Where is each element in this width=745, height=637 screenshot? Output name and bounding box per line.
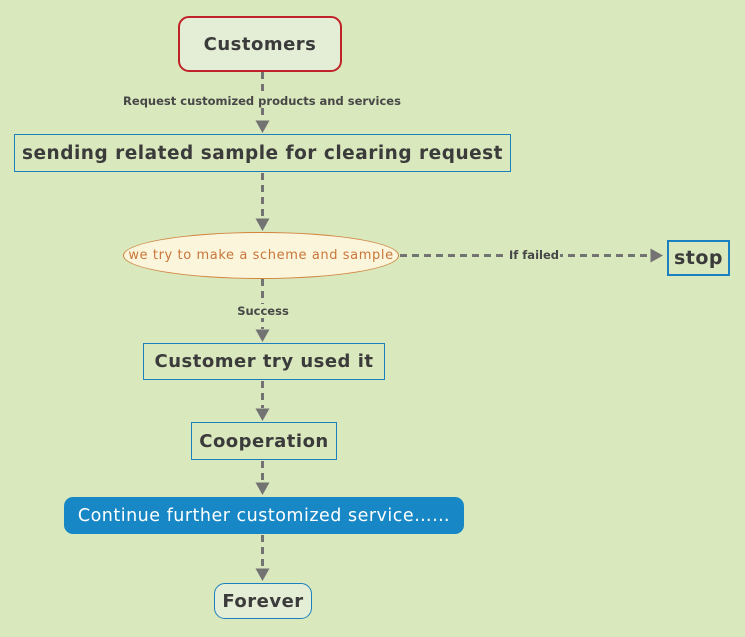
arrowhead-down-icon [255, 408, 270, 421]
node-make-scheme: we try to make a scheme and sample [123, 232, 399, 279]
node-cooperation-label: Cooperation [199, 430, 329, 452]
edge-label-if-failed: If failed [508, 248, 560, 262]
node-customers: Customers [178, 16, 342, 72]
edge-label-request: Request customized products and services [122, 94, 402, 108]
arrowhead-down-icon [255, 568, 270, 581]
node-sending-sample-label: sending related sample for clearing requ… [21, 142, 504, 164]
node-customer-try-label: Customer try used it [154, 351, 374, 372]
arrowhead-right-icon [650, 248, 663, 263]
node-stop-label: stop [673, 247, 724, 269]
node-cooperation: Cooperation [191, 422, 337, 460]
node-customer-try: Customer try used it [143, 343, 385, 380]
arrowhead-down-icon [255, 329, 270, 342]
node-forever: Forever [214, 583, 312, 619]
node-stop: stop [667, 240, 730, 276]
node-forever-label: Forever [222, 590, 304, 612]
node-make-scheme-label: we try to make a scheme and sample [128, 248, 394, 263]
edge-label-success: Success [236, 304, 290, 318]
node-sending-sample: sending related sample for clearing requ… [14, 134, 511, 172]
arrowhead-down-icon [255, 482, 270, 495]
arrowhead-down-icon [255, 218, 270, 231]
node-continue-service-label: Continue further customized service…… [77, 505, 451, 526]
arrowhead-down-icon [255, 120, 270, 133]
node-customers-label: Customers [203, 33, 317, 55]
node-continue-service: Continue further customized service…… [64, 497, 464, 534]
